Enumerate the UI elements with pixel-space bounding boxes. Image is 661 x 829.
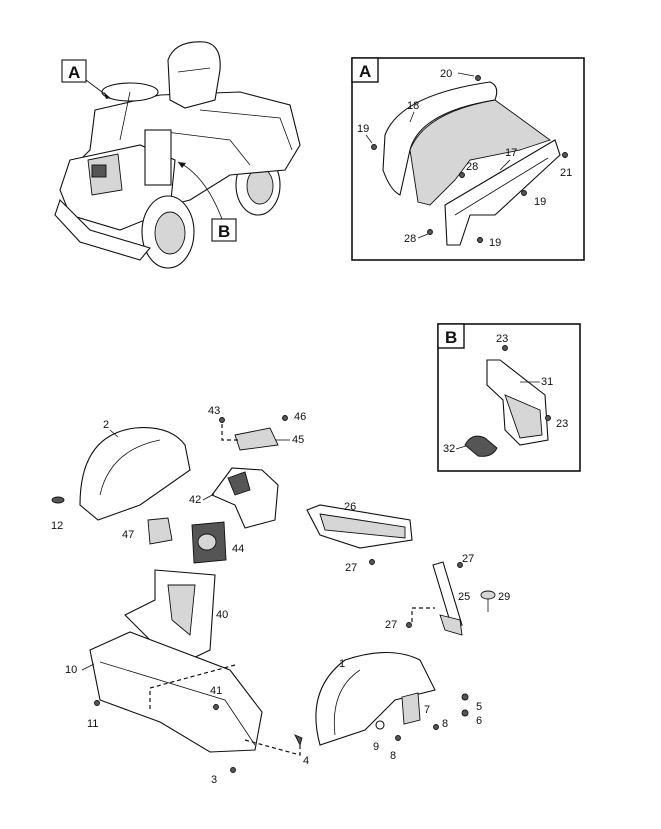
callout-45: 45 xyxy=(292,434,304,446)
callout-27b: 27 xyxy=(462,553,474,565)
callout-41: 41 xyxy=(210,685,222,697)
callout-32: 32 xyxy=(443,443,455,455)
callout-28a: 28 xyxy=(466,161,478,173)
callout-9: 9 xyxy=(373,741,379,753)
callout-23a: 23 xyxy=(496,333,508,345)
callout-40: 40 xyxy=(216,609,228,621)
callout-20: 20 xyxy=(440,68,452,80)
callout-27a: 27 xyxy=(345,562,357,574)
callout-8a: 8 xyxy=(442,718,448,730)
callout-28b: 28 xyxy=(404,233,416,245)
detail-a-title: A xyxy=(359,62,371,81)
exploded-parts: 2 12 46 43 45 42 47 44 40 10 1 xyxy=(51,405,510,786)
callout-6: 6 xyxy=(476,715,482,727)
callout-4: 4 xyxy=(303,755,309,767)
callout-19b: 19 xyxy=(534,196,546,208)
callout-12: 12 xyxy=(51,520,63,532)
callout-5: 5 xyxy=(476,701,482,713)
callout-46: 46 xyxy=(294,411,306,423)
detail-b-title: B xyxy=(445,328,457,347)
callout-26: 26 xyxy=(344,501,356,513)
callout-21: 21 xyxy=(560,167,572,179)
detail-a-marker: A xyxy=(68,63,80,82)
detail-b-marker: B xyxy=(218,222,230,241)
callout-7: 7 xyxy=(424,704,430,716)
callout-25: 25 xyxy=(458,591,470,603)
tractor-illustration: A B xyxy=(54,41,301,269)
callout-44: 44 xyxy=(232,543,244,555)
callout-29: 29 xyxy=(498,591,510,603)
callout-23b: 23 xyxy=(556,418,568,430)
detail-b-panel: B 23 31 23 32 xyxy=(437,323,581,472)
callout-2: 2 xyxy=(103,419,109,431)
detail-a-panel: A 20 18 19 28 17 21 19 28 19 xyxy=(351,57,585,261)
callout-3: 3 xyxy=(211,774,217,786)
callout-17: 17 xyxy=(505,147,517,159)
callout-10: 10 xyxy=(65,664,77,676)
callout-47: 47 xyxy=(122,529,134,541)
callout-43: 43 xyxy=(208,405,220,417)
callout-27c: 27 xyxy=(385,619,397,631)
callout-19a: 19 xyxy=(357,123,369,135)
callout-19c: 19 xyxy=(489,237,501,249)
callout-11: 11 xyxy=(87,718,98,730)
callout-42: 42 xyxy=(189,494,201,506)
callout-18: 18 xyxy=(407,100,419,112)
callout-31: 31 xyxy=(541,376,553,388)
callout-1: 1 xyxy=(339,658,345,670)
callout-8b: 8 xyxy=(390,750,396,762)
